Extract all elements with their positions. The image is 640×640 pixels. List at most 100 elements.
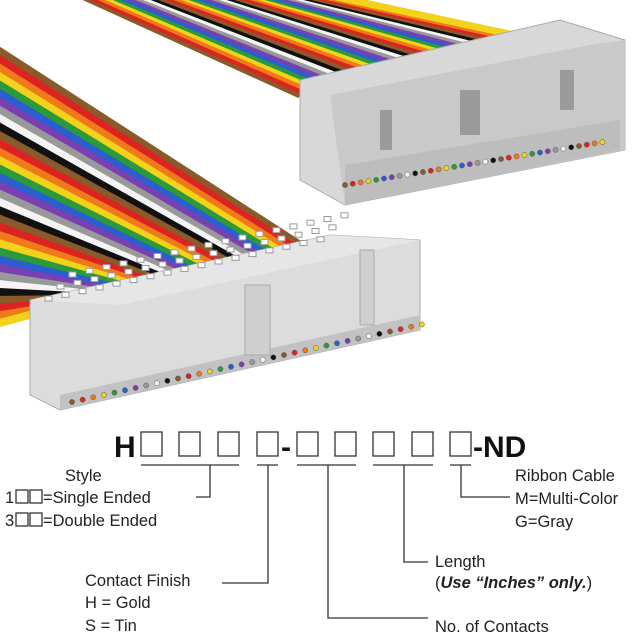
- box: [334, 431, 357, 457]
- wire: [0, 164, 204, 274]
- wire: [0, 55, 296, 251]
- wire-end: [349, 180, 356, 187]
- wire-end: [420, 169, 426, 175]
- box: [449, 431, 472, 457]
- wire-end: [459, 162, 465, 169]
- wire-end: [143, 382, 150, 389]
- wire-end: [474, 160, 481, 166]
- contact-hole: [272, 227, 281, 234]
- wire-end: [529, 150, 536, 157]
- wire-end: [490, 157, 497, 164]
- upper-connector-wire-ends: [342, 139, 606, 188]
- box: [411, 431, 434, 457]
- box: [178, 431, 201, 457]
- wire-end: [132, 385, 139, 391]
- box: [217, 431, 240, 457]
- contacts-title: No. of Contacts: [435, 618, 549, 636]
- contact-hole: [248, 251, 257, 258]
- wire-end: [312, 345, 319, 351]
- contact-hole: [44, 295, 53, 302]
- style-option-1-prefix: 1: [5, 489, 14, 507]
- wire-end: [342, 182, 348, 188]
- part-suffix: -ND: [473, 431, 526, 464]
- wire-end: [537, 149, 543, 156]
- contact-hole: [294, 231, 303, 238]
- contact-hole: [163, 269, 172, 276]
- contact-hole: [214, 258, 223, 265]
- wire-end: [175, 375, 181, 382]
- contact-hole: [316, 236, 325, 243]
- wire: [0, 139, 225, 269]
- wire-end: [238, 361, 245, 368]
- contact-hole: [204, 241, 213, 248]
- wire-end: [365, 333, 372, 340]
- wire: [0, 231, 148, 289]
- wire-end: [323, 342, 330, 349]
- contact-hole: [180, 265, 189, 272]
- lower-connector-holes: [44, 212, 349, 302]
- wire-end: [373, 176, 380, 183]
- wire: [0, 197, 176, 282]
- contact-hole: [136, 256, 145, 263]
- wire-end: [122, 387, 128, 394]
- wire-end: [281, 352, 287, 358]
- contact-hole: [192, 253, 201, 260]
- contact-finish-tin: S = Tin: [85, 617, 137, 635]
- wire-end: [387, 328, 393, 335]
- contact-hole: [260, 239, 269, 246]
- contact-hole: [175, 257, 184, 264]
- wire-end: [355, 335, 362, 342]
- wire-end: [404, 171, 411, 178]
- ribbon-multicolor: M=Multi-Color: [515, 490, 619, 508]
- contact-hole: [289, 223, 298, 230]
- contact-hole: [306, 219, 315, 226]
- style-option-3-prefix: 3: [5, 512, 14, 530]
- lower-connector: [29, 212, 425, 411]
- wire: [0, 247, 134, 293]
- contact-hole: [226, 246, 235, 253]
- wire-end: [228, 363, 234, 370]
- leader-lines: [141, 464, 510, 619]
- wire-end: [435, 166, 442, 173]
- wire-end: [206, 368, 213, 375]
- wire-end: [408, 323, 415, 330]
- wire-end: [334, 340, 340, 347]
- wire-end: [544, 148, 551, 155]
- contact-hole: [146, 273, 155, 280]
- contact-hole: [187, 245, 196, 252]
- wire-end: [270, 354, 277, 361]
- wire: [0, 97, 261, 260]
- contact-hole: [282, 243, 291, 250]
- wire: [0, 189, 183, 280]
- wire-end: [153, 380, 160, 387]
- wire-end: [427, 167, 434, 174]
- contact-hole: [90, 276, 99, 283]
- wire: [0, 63, 289, 252]
- wire-end: [388, 174, 395, 181]
- contact-hole: [311, 228, 320, 234]
- wire: [0, 88, 268, 258]
- contact-hole: [299, 240, 308, 246]
- contact-hole: [68, 271, 77, 278]
- contact-hole: [73, 279, 82, 286]
- wire-end: [185, 373, 192, 379]
- wire-end: [521, 152, 528, 158]
- ribbon-gray: G=Gray: [515, 513, 574, 531]
- wire: [0, 130, 232, 267]
- contact-hole: [85, 267, 94, 274]
- wire-end: [100, 392, 107, 398]
- part-prefix: H: [114, 431, 136, 464]
- contact-hole: [277, 235, 286, 242]
- wire-end: [599, 139, 606, 145]
- length-title: Length: [435, 553, 485, 571]
- contact-hole: [102, 264, 111, 271]
- contact-hole: [221, 238, 230, 245]
- wire-end: [365, 178, 372, 184]
- wire-end: [513, 153, 520, 160]
- wire: [0, 114, 246, 263]
- wire-end: [443, 165, 450, 171]
- style-option-double: =Double Ended: [43, 512, 157, 530]
- lower-ribbon-cable: [0, 46, 303, 327]
